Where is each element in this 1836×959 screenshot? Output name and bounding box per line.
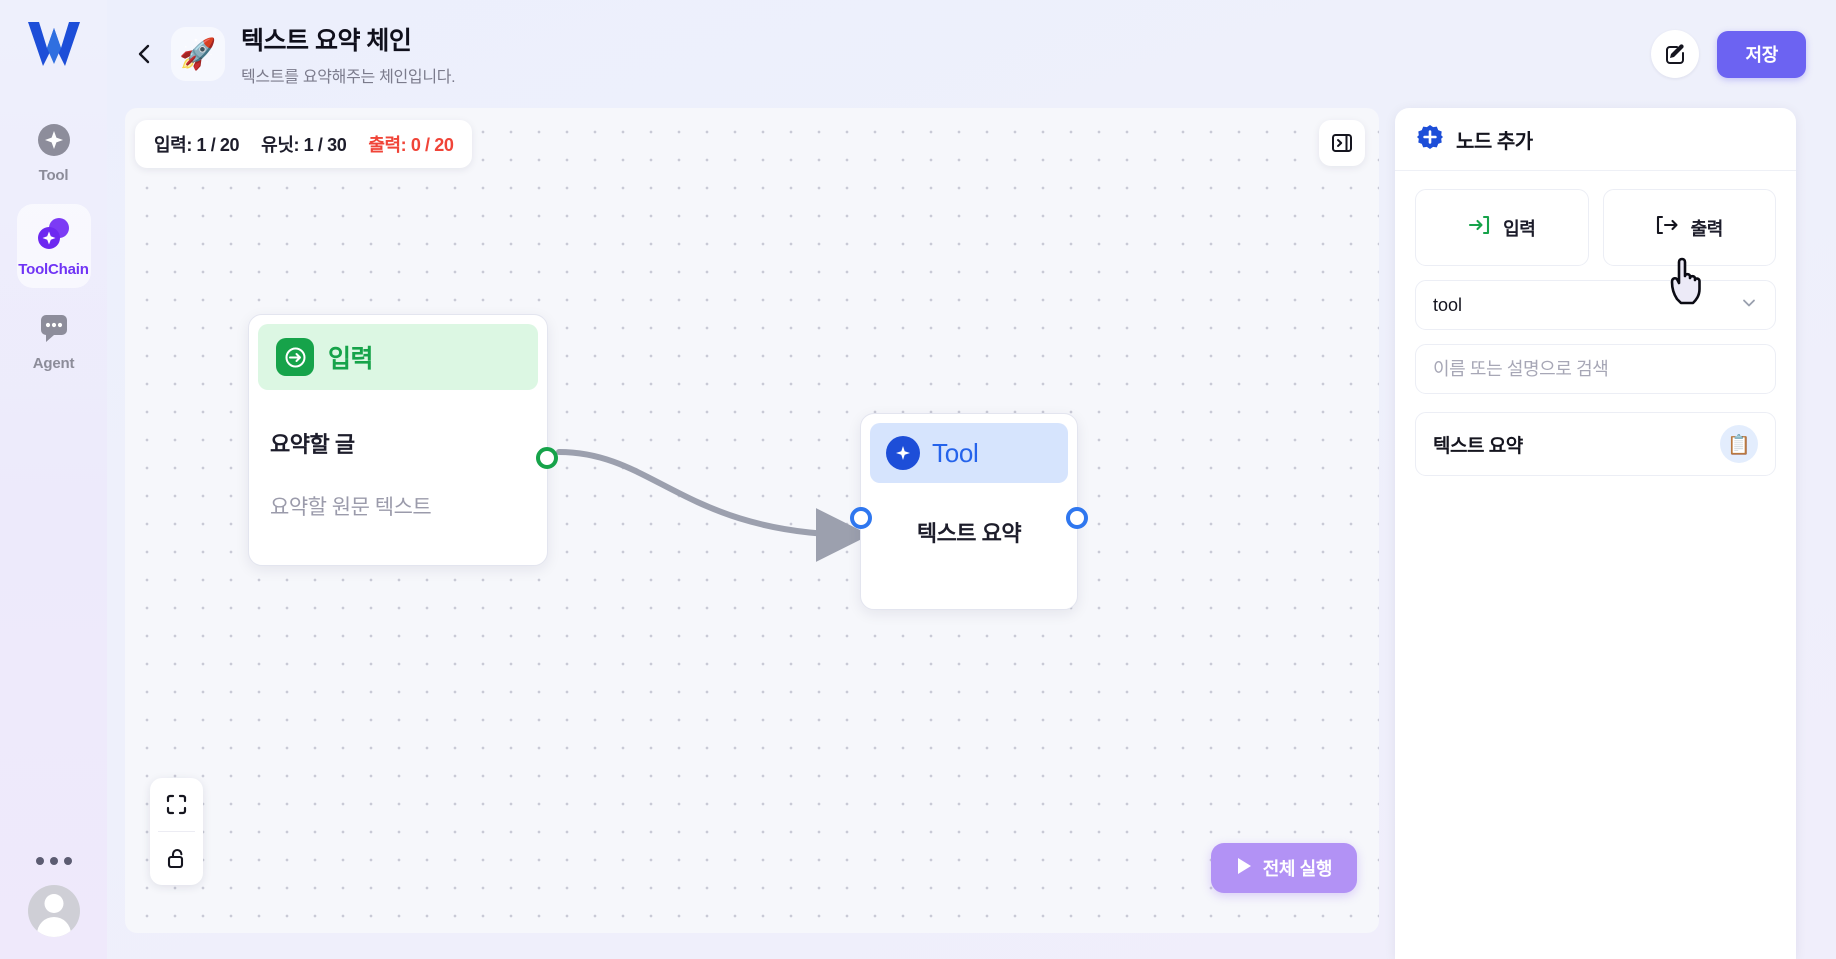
flow-canvas[interactable]: 입력: 1 / 20 유닛: 1 / 30 출력: 0 / 20: [125, 108, 1379, 933]
sidebar-item-toolchain[interactable]: ToolChain: [16, 204, 91, 288]
list-item[interactable]: 텍스트 요약 📋: [1415, 412, 1776, 476]
chain-emoji-icon: 🚀: [171, 27, 225, 81]
node-input[interactable]: 입력 요약할 글 요약할 원문 텍스트: [248, 314, 558, 566]
play-icon: [1236, 857, 1252, 880]
rail-bottom-group: [0, 857, 107, 937]
node-type-select[interactable]: tool: [1415, 280, 1776, 330]
sparkle-circle-icon: [34, 120, 74, 160]
avatar[interactable]: [27, 885, 80, 937]
panel-collapse-button[interactable]: [1319, 120, 1365, 166]
search-input[interactable]: [1433, 358, 1758, 380]
add-node-panel: 노드 추가 입력: [1395, 108, 1796, 959]
add-output-node-label: 출력: [1690, 218, 1724, 239]
fit-view-icon: [166, 794, 187, 815]
run-all-label: 전체 실행: [1262, 859, 1333, 879]
stat-outputs: 출력: 0 / 20: [368, 135, 454, 155]
node-tool-title: Tool: [932, 437, 979, 468]
lock-toggle-button[interactable]: [150, 832, 203, 885]
unlock-icon: [167, 848, 184, 869]
left-rail: Tool ToolChain Agent: [0, 0, 107, 959]
node-tool-input-handle[interactable]: [850, 507, 872, 529]
sidebar-item-tool[interactable]: Tool: [17, 110, 91, 194]
add-output-node-button[interactable]: 출력: [1602, 189, 1776, 266]
node-input-output-handle[interactable]: [536, 447, 558, 469]
node-input-field-placeholder: 요약할 원문 텍스트: [270, 496, 432, 519]
canvas-wrap: 입력: 1 / 20 유닛: 1 / 30 출력: 0 / 20: [125, 108, 1379, 959]
panel-collapse-icon: [1332, 134, 1352, 152]
run-all-button[interactable]: 전체 실행: [1210, 843, 1357, 893]
sparkle-icon: [886, 436, 920, 470]
page-title-group: 텍스트 요약 체인 텍스트를 요약해주는 체인입니다.: [241, 21, 456, 87]
tool-result-name: 텍스트 요약: [1433, 435, 1523, 457]
add-node-panel-body: 입력 출력 tool: [1395, 171, 1796, 476]
sidebar-item-label: ToolChain: [18, 261, 89, 278]
chat-bubble-icon: [34, 308, 74, 348]
page-title: 텍스트 요약 체인: [241, 27, 412, 55]
chevron-down-icon: [1740, 294, 1758, 317]
app-logo[interactable]: [25, 18, 83, 70]
top-bar: 🚀 텍스트 요약 체인 텍스트를 요약해주는 체인입니다. 저장: [107, 0, 1836, 108]
node-input-title: 입력: [328, 345, 374, 373]
add-input-node-button[interactable]: 입력: [1415, 189, 1589, 266]
notepad-icon: 📋: [1720, 425, 1758, 463]
edit-pencil-icon: [1665, 43, 1684, 64]
page-subtitle: 텍스트를 요약해주는 체인입니다.: [241, 69, 456, 86]
body-split: 입력: 1 / 20 유닛: 1 / 30 출력: 0 / 20: [107, 108, 1836, 959]
plus-badge-icon: [1417, 124, 1443, 155]
edit-button[interactable]: [1651, 30, 1700, 78]
sidebar-item-label: Agent: [32, 355, 75, 372]
node-tool[interactable]: Tool 텍스트 요약: [850, 413, 1088, 610]
more-options-button[interactable]: [35, 857, 72, 865]
canvas-stats: 입력: 1 / 20 유닛: 1 / 30 출력: 0 / 20: [135, 120, 473, 168]
stat-units: 유닛: 1 / 30: [261, 135, 347, 155]
edge-input-to-tool: [556, 449, 870, 562]
node-input-header: 입력: [258, 324, 538, 390]
sidebar-item-agent[interactable]: Agent: [17, 298, 91, 382]
node-tool-header: Tool: [870, 423, 1068, 483]
controls-divider: [158, 831, 195, 832]
save-button[interactable]: 저장: [1717, 30, 1806, 78]
back-button[interactable]: [125, 34, 165, 74]
output-out-bracket-icon: [1656, 214, 1678, 241]
node-type-select-value: tool: [1433, 294, 1463, 315]
add-input-node-label: 입력: [1503, 218, 1536, 239]
io-button-row: 입력 출력: [1415, 189, 1776, 266]
fit-view-button[interactable]: [150, 778, 203, 831]
node-tool-body-title: 텍스트 요약: [916, 521, 1022, 546]
sidebar-item-label: Tool: [38, 167, 69, 184]
add-node-panel-title: 노드 추가: [1456, 130, 1533, 153]
input-arrow-icon: [276, 338, 314, 376]
stat-inputs: 입력: 1 / 20: [154, 135, 240, 155]
input-into-bracket-icon: [1468, 214, 1490, 241]
node-input-field-title: 요약할 글: [270, 432, 355, 457]
canvas-controls: [150, 778, 203, 885]
main-shell: 🚀 텍스트 요약 체인 텍스트를 요약해주는 체인입니다. 저장 입력: 1 /…: [107, 0, 1836, 959]
search-box[interactable]: [1415, 344, 1776, 394]
node-tool-output-handle[interactable]: [1066, 507, 1088, 529]
toolchain-circles-icon: [34, 214, 74, 254]
add-node-panel-header: 노드 추가: [1395, 108, 1796, 171]
